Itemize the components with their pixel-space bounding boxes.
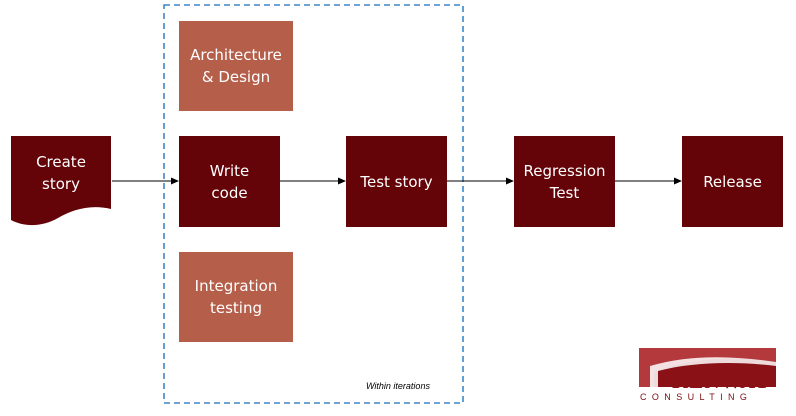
arrowhead-release	[674, 177, 682, 185]
node-test-story-shape	[346, 136, 447, 227]
node-release: Release	[682, 136, 783, 227]
node-integration-label-1: Integration	[194, 277, 278, 295]
node-create-story-label-1: Create	[36, 153, 86, 171]
node-architecture-label-1: Architecture	[190, 46, 282, 64]
node-architecture: Architecture & Design	[179, 21, 293, 111]
arrowhead-regression	[506, 177, 514, 185]
node-regression-label-2: Test	[549, 183, 580, 202]
iteration-label: Within iterations	[366, 381, 430, 391]
node-integration: Integration testing	[179, 252, 293, 342]
node-regression: Regression Test	[514, 136, 615, 227]
node-regression-shape	[514, 136, 615, 227]
node-create-story-shape	[11, 136, 111, 226]
node-write-code-label-2: code	[211, 183, 248, 202]
node-integration-label-2: testing	[209, 299, 262, 317]
node-create-story-label-2: story	[42, 175, 80, 193]
node-regression-label-1: Regression	[523, 161, 606, 180]
node-test-story-label: Test story	[360, 172, 433, 191]
node-architecture-shape	[179, 21, 293, 111]
node-write-code: Write code	[179, 136, 280, 227]
node-integration-shape	[179, 252, 293, 342]
node-release-label: Release	[703, 172, 762, 191]
node-write-code-label-1: Write	[209, 161, 250, 180]
node-test-story: Test story	[346, 136, 447, 227]
node-write-code-shape	[179, 136, 280, 227]
connectors	[112, 177, 682, 185]
logo-brand: KENWAY	[672, 369, 771, 393]
node-create-story: Create story	[11, 142, 111, 204]
logo-sub: CONSULTING	[640, 392, 753, 402]
node-release-shape	[682, 136, 783, 227]
arrowhead-test	[338, 177, 346, 185]
iteration-boundary	[163, 4, 464, 404]
node-architecture-label-2: & Design	[201, 68, 271, 86]
arrowhead-write	[171, 177, 179, 185]
kenway-logo-icon	[639, 348, 776, 387]
